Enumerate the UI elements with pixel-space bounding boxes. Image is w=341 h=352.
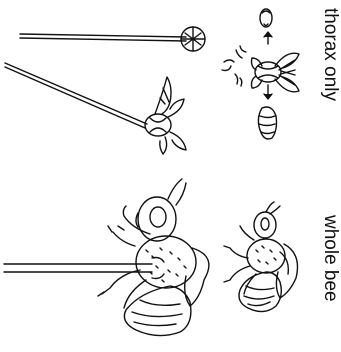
label-whole-bee: whole bee bbox=[319, 215, 341, 302]
dissection-thorax-icon bbox=[252, 53, 300, 92]
pinned-whole-bee-icon bbox=[4, 179, 209, 336]
dissection-arrow-down-icon bbox=[264, 85, 272, 99]
pinned-thorax-with-wings-icon bbox=[5, 63, 186, 154]
dissection-arrow-up-icon bbox=[264, 32, 272, 44]
label-thorax-only: thorax only bbox=[319, 8, 341, 101]
dissection-abdomen-icon bbox=[258, 107, 276, 139]
whole-bee-icon bbox=[224, 202, 298, 312]
dissection-legs-icon bbox=[222, 46, 246, 86]
dissection-head-icon bbox=[260, 9, 272, 27]
pinned-thorax-icon bbox=[20, 27, 205, 51]
